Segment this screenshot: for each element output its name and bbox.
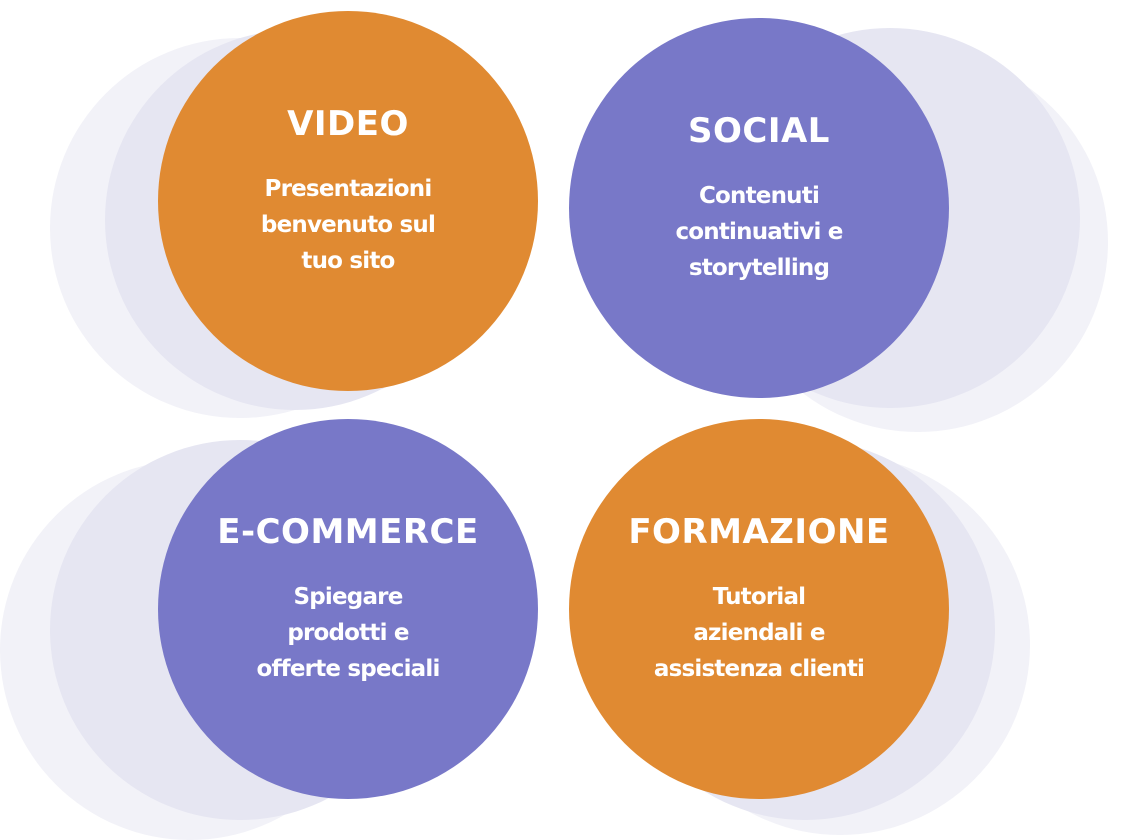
video-description: Presentazioni benvenuto sul tuo sito	[221, 171, 475, 279]
video-title: VIDEO	[287, 104, 409, 144]
social-desc-line: storytelling	[688, 255, 830, 281]
ecommerce-desc-line: Spiegare	[293, 584, 403, 610]
social-circle: SOCIAL Contenuti continuativi e storytel…	[569, 18, 949, 398]
social-desc-line: continuativi e	[675, 219, 843, 245]
ecommerce-description: Spiegare prodotti e offerte speciali	[216, 579, 479, 687]
social-desc-line: Contenuti	[698, 183, 820, 209]
video-desc-line: benvenuto sul	[260, 212, 436, 238]
video-desc-line: Presentazioni	[264, 176, 433, 202]
formazione-desc-line: assistenza clienti	[653, 656, 865, 682]
formazione-description: Tutorial aziendali e assistenza clienti	[614, 579, 904, 687]
formazione-desc-line: aziendali e	[693, 620, 825, 646]
ecommerce-title: E-COMMERCE	[217, 512, 479, 552]
formazione-circle: FORMAZIONE Tutorial aziendali e assisten…	[569, 419, 949, 799]
ecommerce-circle: E-COMMERCE Spiegare prodotti e offerte s…	[158, 419, 538, 799]
video-circle: VIDEO Presentazioni benvenuto sul tuo si…	[158, 11, 538, 391]
formazione-desc-line: Tutorial	[712, 584, 806, 610]
formazione-title: FORMAZIONE	[628, 512, 890, 552]
ecommerce-desc-line: prodotti e	[287, 620, 409, 646]
ecommerce-desc-line: offerte speciali	[256, 656, 440, 682]
social-title: SOCIAL	[688, 111, 830, 151]
social-description: Contenuti continuativi e storytelling	[635, 178, 882, 286]
video-desc-line: tuo sito	[301, 248, 395, 274]
